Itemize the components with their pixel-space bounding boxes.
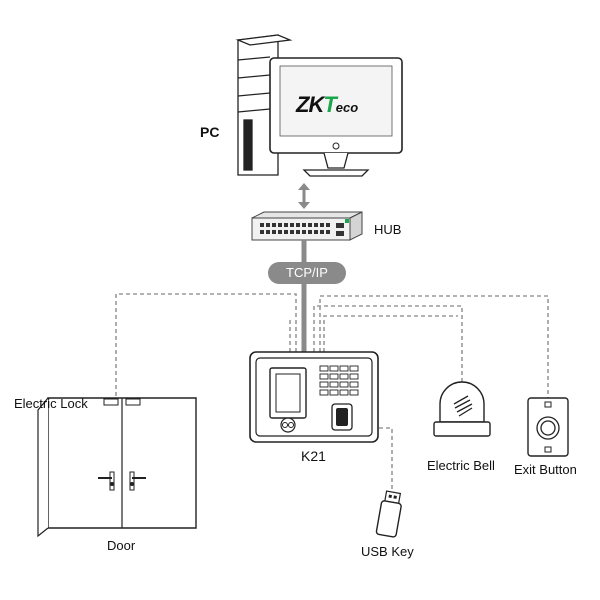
wiring-dashed xyxy=(115,293,549,492)
door-label: Door xyxy=(107,538,136,553)
electric-bell-label: Electric Bell xyxy=(427,458,495,473)
logo-prefix: ZK xyxy=(296,92,324,117)
k21-device xyxy=(249,351,379,443)
k21-label: K21 xyxy=(301,448,326,464)
pc-label: PC xyxy=(200,124,220,140)
electric-bell xyxy=(433,381,491,437)
hub-label: HUB xyxy=(374,222,402,237)
electric-lock-label: Electric Lock xyxy=(14,396,88,411)
exit-button-device xyxy=(527,397,569,457)
door xyxy=(37,397,197,538)
tcp-ip-badge: TCP/IP xyxy=(268,262,346,284)
logo-t: T xyxy=(323,92,336,117)
exit-button-label: Exit Button xyxy=(514,462,577,477)
usb-key xyxy=(375,490,402,538)
pc-tower xyxy=(235,34,293,176)
pc-hub-link xyxy=(298,183,310,209)
logo-suffix: eco xyxy=(335,100,359,115)
usb-key-label: USB Key xyxy=(361,544,414,559)
hub-device xyxy=(251,211,363,241)
pc-monitor xyxy=(269,57,403,177)
zkteco-logo: ZKTeco xyxy=(296,92,358,118)
